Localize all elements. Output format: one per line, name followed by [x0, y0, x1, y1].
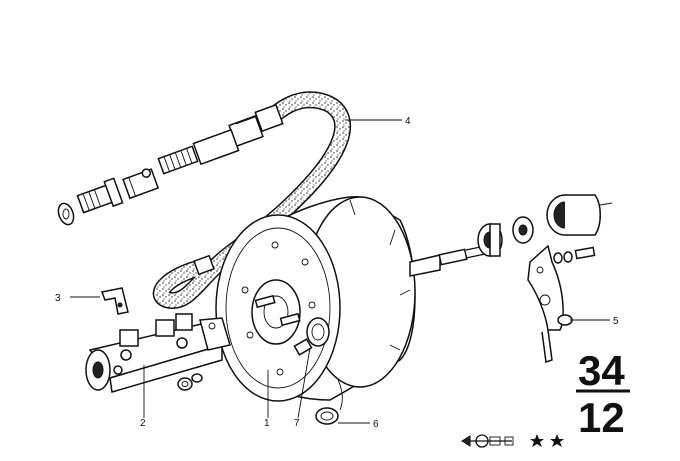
callout-3: 3 [55, 293, 61, 304]
grommet [512, 216, 534, 244]
pushrod-boot [477, 223, 503, 257]
bolt-and-washers [553, 246, 596, 264]
callout-5: 5 [613, 316, 619, 327]
callout-7: 7 [294, 418, 300, 429]
group-number-bottom: 12 [578, 394, 625, 441]
callout-1: 1 [264, 418, 270, 429]
callout-2: 2 [140, 418, 146, 429]
callout-6: 6 [373, 419, 379, 430]
callout-4: 4 [405, 116, 411, 127]
nut-and-washer [177, 373, 203, 391]
check-valve-assembly [57, 103, 284, 226]
star-icon [550, 434, 564, 447]
star-icon [530, 434, 544, 447]
bearing-bushing [546, 194, 613, 236]
support-bracket [527, 244, 573, 363]
group-number: 34 12 [576, 347, 630, 441]
master-cylinder [85, 313, 231, 393]
vacuum-hose [152, 91, 351, 309]
brake-booster [215, 196, 491, 402]
group-number-top: 34 [578, 347, 625, 394]
seal-ring [315, 379, 343, 425]
bracket [100, 287, 129, 315]
leader-lines [70, 119, 610, 424]
model-symbol-icon [461, 434, 514, 448]
